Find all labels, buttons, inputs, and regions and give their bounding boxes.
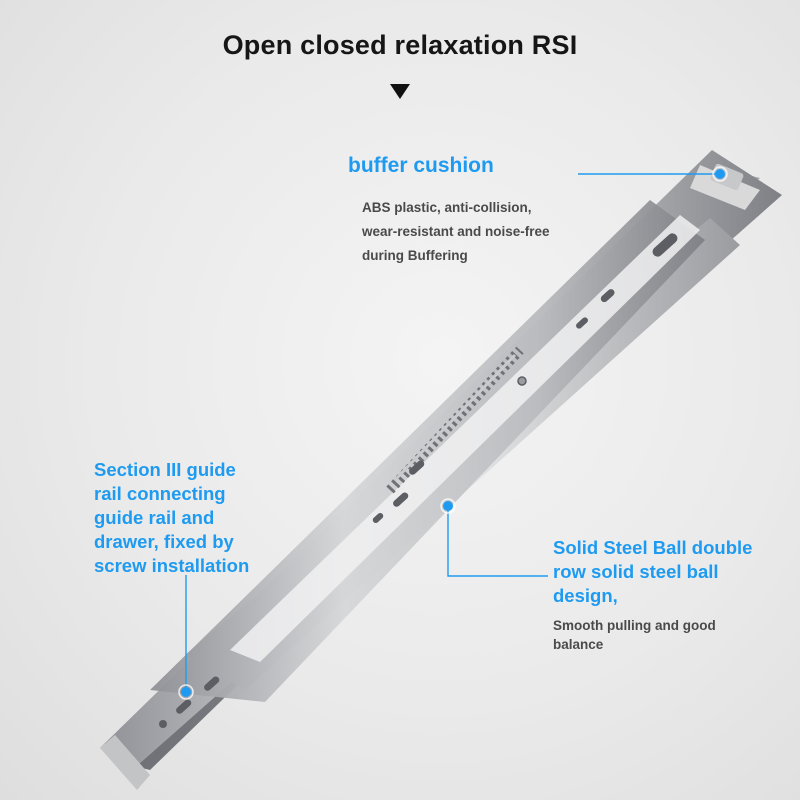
section-title-line: rail connecting	[94, 483, 226, 504]
steel-dot	[443, 501, 453, 511]
callout-leaders	[185, 173, 720, 692]
buffer-desc-line: wear-resistant and noise-free	[362, 224, 550, 239]
buffer-desc-line: ABS plastic, anti-collision,	[362, 200, 532, 215]
buffer-desc-line: during Buffering	[362, 248, 468, 263]
buffer-dot	[715, 169, 725, 179]
section-title-line: Section III guide	[94, 459, 236, 480]
steel-desc-line: Smooth pulling and good	[553, 618, 716, 633]
ball-bearing-strip	[386, 346, 524, 494]
buffer-cushion-title: buffer cushion	[348, 154, 494, 177]
steel-desc-line: balance	[553, 637, 604, 652]
callout-dots	[181, 169, 725, 697]
steel-title-line: row solid steel ball	[553, 561, 719, 582]
steel-title-line: Solid Steel Ball double	[553, 537, 753, 558]
mounting-holes	[159, 233, 678, 728]
section-three-title: Section III guide rail connecting guide …	[94, 458, 249, 578]
down-triangle-icon	[390, 84, 410, 99]
steel-ball-description: Smooth pulling and good balance	[553, 616, 716, 654]
buffer-cushion-description: ABS plastic, anti-collision, wear-resist…	[362, 196, 550, 268]
rail-end-cap	[100, 735, 150, 790]
steel-ball-title: Solid Steel Ball double row solid steel …	[553, 536, 752, 608]
section-title-line: drawer, fixed by	[94, 531, 234, 552]
section-dot	[181, 687, 191, 697]
page-title: Open closed relaxation RSI	[222, 30, 578, 60]
steel-title-line: design,	[553, 585, 618, 606]
steel-leader-line	[447, 506, 548, 577]
rail-highlight	[230, 215, 700, 662]
section-title-line: guide rail and	[94, 507, 215, 528]
section-title-line: screw installation	[94, 555, 250, 576]
